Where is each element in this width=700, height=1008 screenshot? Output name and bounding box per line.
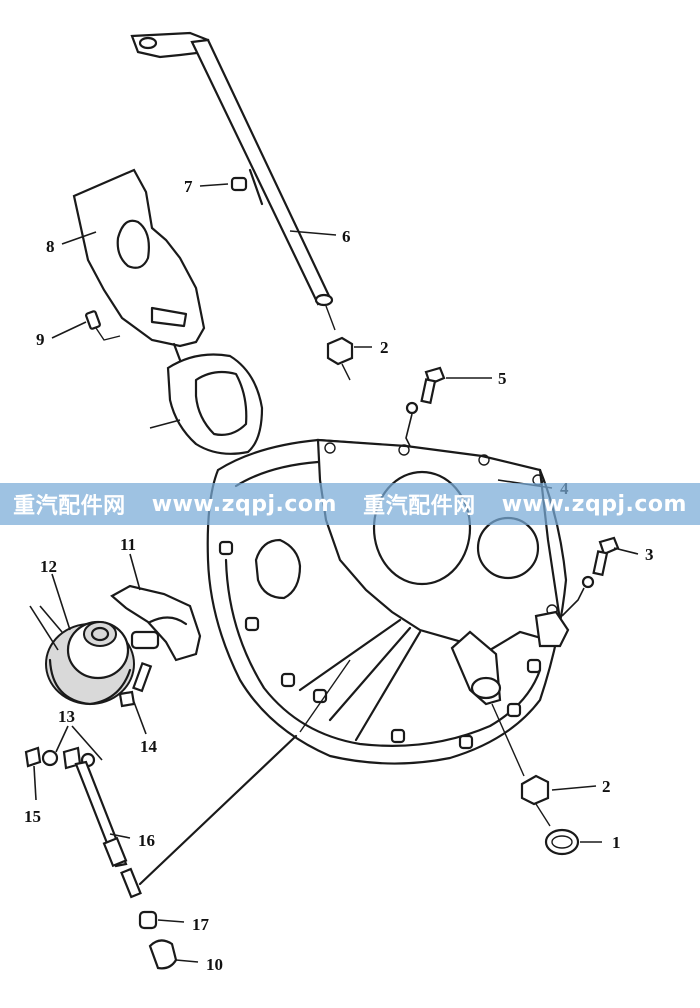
bolt-part-14 (118, 661, 153, 708)
callout-12: 12 (40, 557, 57, 576)
watermark-brand-2: 重汽配件网 (363, 494, 476, 519)
watermark-url-1: www.zqpj.com (151, 491, 337, 517)
key-part-7 (230, 168, 264, 206)
bushing-part-2-upper (325, 305, 354, 381)
cap-part-10 (148, 939, 178, 970)
callout-10: 10 (206, 955, 223, 974)
callout-2-lower: 2 (602, 777, 611, 796)
screw-part-9 (85, 310, 121, 341)
callout-17: 17 (192, 915, 210, 934)
callout-labels: 1 2 3 4 5 2 6 7 8 9 11 12 14 13 15 16 17… (24, 177, 654, 974)
callout-16: 16 (138, 831, 155, 850)
release-shaft-part-6 (130, 31, 334, 307)
callout-14: 14 (140, 737, 158, 756)
watermark-brand-1: 重汽配件网 (13, 494, 126, 519)
callout-5: 5 (498, 369, 507, 388)
callout-2-upper: 2 (380, 338, 389, 357)
plug-part-1 (544, 828, 580, 856)
inspection-cover-part-8 (72, 168, 206, 362)
callout-3: 3 (645, 545, 654, 564)
callout-9: 9 (36, 330, 45, 349)
watermark-banner: 重汽配件网 www.zqpj.com 重汽配件网 www.zqpj.com (0, 483, 700, 525)
release-fork-part-11 (110, 584, 202, 662)
watermark-url-2: www.zqpj.com (501, 491, 687, 517)
callout-13: 13 (58, 707, 75, 726)
lube-hose-part-16 (74, 659, 351, 899)
fittings-part-13-15 (24, 746, 96, 770)
callout-15: 15 (24, 807, 41, 826)
bolt-part-3 (561, 536, 620, 617)
cover-gasket (166, 353, 264, 455)
callout-1: 1 (612, 833, 621, 852)
bushing-part-2-lower (491, 703, 551, 827)
callout-7: 7 (184, 177, 193, 196)
callout-11: 11 (120, 535, 136, 554)
callout-8: 8 (46, 237, 55, 256)
fitting-part-17 (138, 910, 158, 930)
bolt-part-5 (405, 366, 446, 447)
release-bearing-part-12 (45, 620, 135, 706)
callout-6: 6 (342, 227, 351, 246)
